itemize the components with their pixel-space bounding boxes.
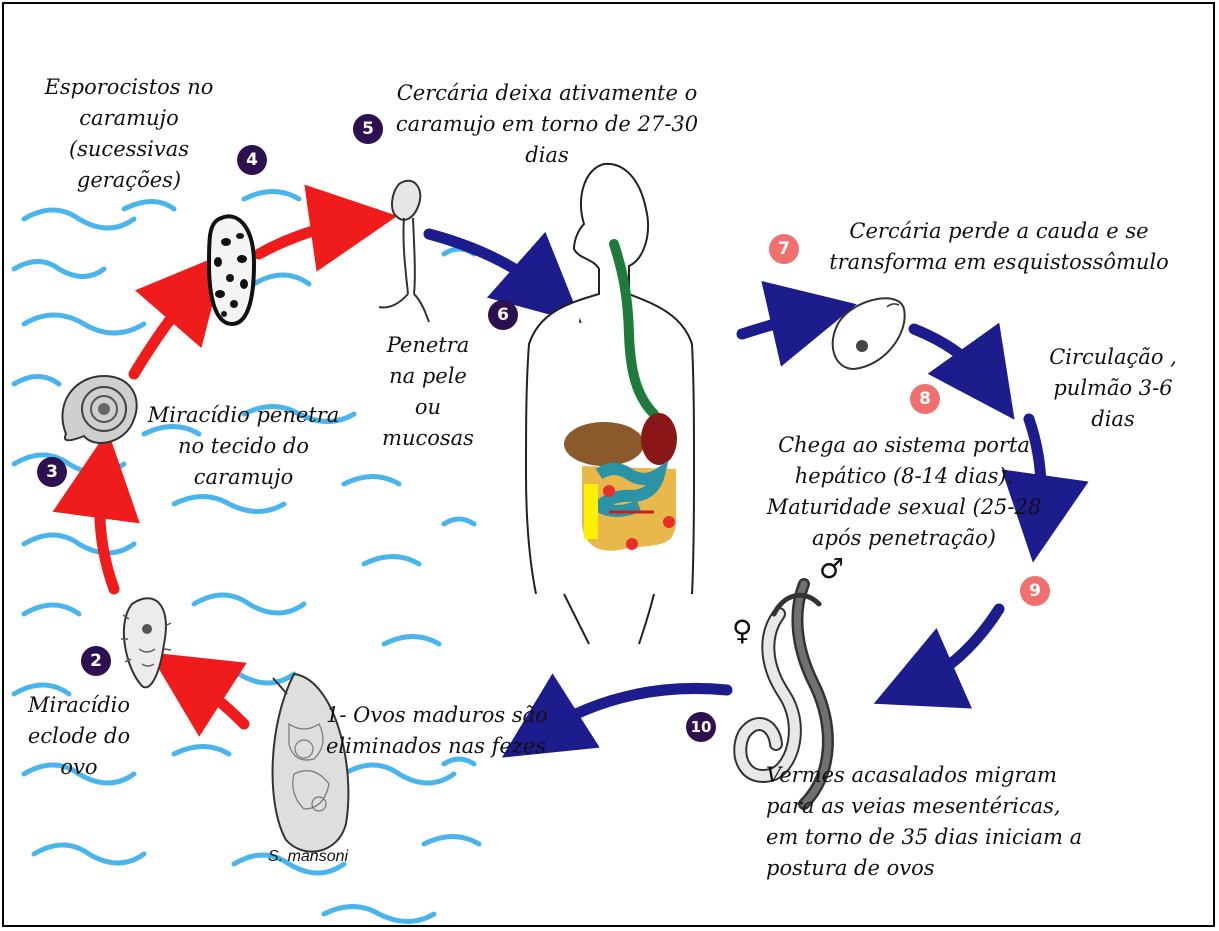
step-8-portal-label: Chega ao sistema porta hepático (8-14 di… [744, 430, 1064, 554]
male-symbol: ♂ [819, 552, 844, 585]
arrow-human-to-schistosomulum [742, 314, 814, 334]
wave [424, 837, 479, 845]
step-5-label: Cercária deixa ativamente o caramujo em … [392, 78, 702, 171]
step-2-label: Miracídio eclode do ovo [24, 690, 134, 783]
step-1-label: 1- Ovos maduros são eliminados nas fezes [326, 700, 548, 762]
arrow-schistosomulum-to-lungs [914, 329, 989, 384]
step-badge-7: 7 [769, 234, 799, 264]
snail-illustration [62, 376, 136, 443]
wave [174, 497, 284, 512]
wave [364, 557, 419, 565]
wave [24, 315, 144, 333]
wave [14, 377, 59, 385]
wave [34, 845, 144, 863]
wave [124, 202, 174, 210]
step-badge-9: 9 [1020, 576, 1050, 606]
schistosomulum-illustration [833, 298, 905, 369]
wave [24, 210, 134, 228]
step-6-label: Penetra na pele ou mucosas [378, 330, 478, 454]
arrow-snail-to-sporocyst [134, 286, 197, 374]
wave [244, 192, 299, 200]
miracidium-illustration [121, 598, 171, 687]
inflammation-mark [584, 484, 598, 539]
wave [444, 519, 474, 524]
arrow-portal-to-worms [914, 609, 999, 686]
arrow-cercaria-to-human [429, 234, 549, 294]
wave [254, 275, 309, 284]
step-4-label: Esporocistos no caramujo (sucessivas ger… [24, 72, 234, 196]
wave [24, 535, 134, 553]
wave [384, 637, 439, 645]
species-label: S. mansoni [268, 848, 348, 866]
wave [344, 765, 454, 783]
step-9-label: Vermes acasalados migram para as veias m… [766, 760, 1084, 884]
wave [24, 605, 79, 614]
arrow-miracidium-to-snail [100, 474, 114, 589]
step-badge-4: 4 [237, 145, 267, 175]
female-symbol: ♀ [732, 614, 753, 647]
liver [564, 422, 644, 466]
wave [324, 907, 434, 922]
wave [14, 262, 104, 277]
wave [174, 747, 229, 755]
human-illustration [526, 164, 694, 644]
wave [14, 455, 124, 473]
cercaria-illustration [379, 181, 429, 322]
step-badge-8: 8 [910, 384, 940, 414]
step-badge-3: 3 [37, 457, 67, 487]
sporocyst-illustration [209, 216, 254, 324]
step-badge-6: 6 [488, 300, 518, 330]
step-badge-5: 5 [353, 114, 383, 144]
arrow-sporocyst-to-cercaria [259, 222, 354, 254]
stomach [641, 413, 677, 465]
step-8-circulation-label: Circulação , pulmão 3-6 dias [1038, 342, 1188, 435]
arrow-egg-to-miracidium [186, 676, 244, 724]
wave [344, 477, 399, 485]
wave [194, 595, 304, 613]
step-7-label: Cercária perde a cauda e se transforma e… [824, 216, 1174, 278]
step-3-label: Miracídio penetra no tecido do caramujo [136, 400, 351, 493]
step-badge-2: 2 [81, 646, 111, 676]
step-badge-10: 10 [686, 712, 716, 742]
